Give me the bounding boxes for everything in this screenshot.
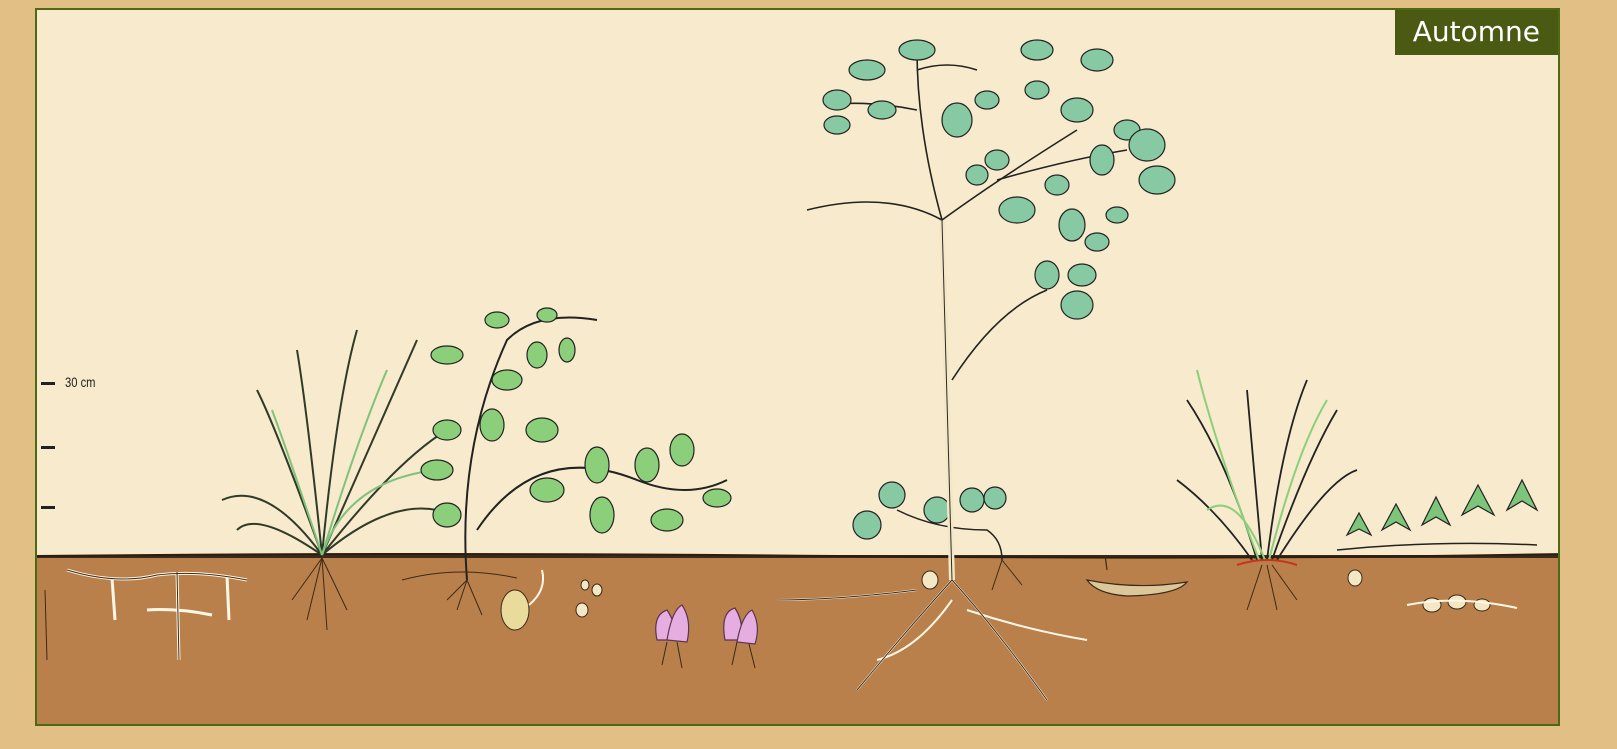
ivy-ground-cover — [1337, 480, 1537, 612]
vine-plant — [402, 308, 731, 630]
tree-seedling — [777, 40, 1175, 700]
illustration-panel: 30 cm Automne — [35, 8, 1560, 726]
height-scale: 30 cm — [37, 370, 177, 530]
grass-clump — [222, 330, 447, 555]
season-badge: Automne — [1395, 10, 1558, 55]
small-herb — [853, 482, 1022, 590]
plant-illustration — [37, 10, 1560, 726]
scale-label: 30 cm — [65, 374, 96, 390]
rhizome — [1087, 555, 1187, 596]
scale-tick-30cm: 30 cm — [41, 382, 55, 385]
rhizome-network-plant — [67, 570, 247, 660]
sedge-clump — [1177, 370, 1357, 610]
scale-tick — [41, 446, 55, 449]
scale-tick — [41, 506, 55, 509]
pink-bulbs — [656, 605, 758, 644]
